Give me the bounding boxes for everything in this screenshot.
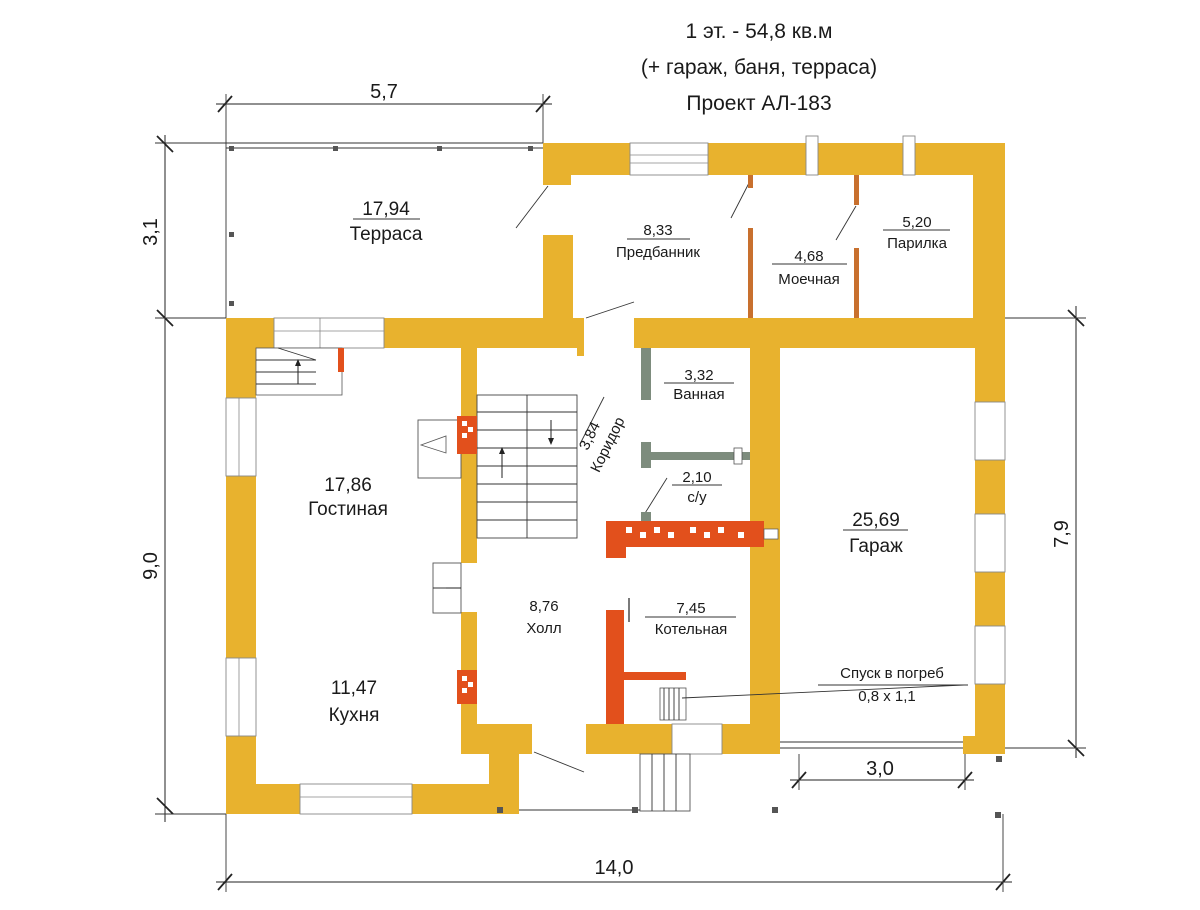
predbannik-name: Предбанник [616,244,700,261]
holl-name: Холл [526,620,561,637]
porch [497,753,1002,818]
garage-name: Гараж [849,536,903,557]
sauna-partitions [748,175,859,318]
room-labels: 17,94 Терраса 8,33 Предбанник 4,68 Моечн… [308,199,947,726]
boiler-chimney [606,521,965,724]
dim-terrace-width: 5,7 [370,81,398,103]
title-line-3: Проект АЛ-183 [686,92,831,115]
title-line-2: (+ гараж, баня, терраса) [641,56,877,79]
vannaya-name: Ванная [673,386,724,403]
terrace-outline [225,142,549,318]
moechnaya-name: Моечная [778,271,839,288]
doors [533,182,963,773]
kotelnaya-area: 7,45 [676,600,705,617]
garage-area: 25,69 [852,510,900,531]
dim-garage-depth: 7,9 [1051,520,1073,548]
kuhnya-area: 11,47 [331,678,377,699]
bathroom-partitions [641,348,750,524]
gostinaya-name: Гостиная [308,499,388,520]
dim-total-width: 14,0 [595,857,634,879]
kuhnya-name: Кухня [329,705,380,726]
terrace-name: Терраса [350,224,423,245]
fireplace [417,416,477,704]
title-line-1: 1 эт. - 54,8 кв.м [686,20,833,43]
dim-garage-gate: 3,0 [866,758,894,780]
parilka-area: 5,20 [902,214,931,231]
predbannik-area: 8,33 [643,222,672,239]
dimension-labels: 5,7 3,1 9,0 7,9 3,0 14,0 [140,81,1073,879]
kotelnaya-name: Котельная [655,621,728,638]
moechnaya-area: 4,68 [794,248,823,265]
parilka-name: Парилка [887,235,947,252]
terrace-area: 17,94 [362,199,410,220]
gostinaya-area: 17,86 [324,475,372,496]
dim-terrace-depth: 3,1 [140,218,162,246]
cellar-label: Спуск в погреб [840,665,944,682]
su-name: с/у [687,489,707,506]
dimension-lines [155,94,1086,892]
staircase [255,347,578,539]
su-area: 2,10 [682,469,711,486]
windows [225,135,1006,815]
label-underlines [353,218,968,686]
dim-house-depth: 9,0 [140,552,162,580]
plan-title: 1 эт. - 54,8 кв.м (+ гараж, баня, террас… [641,20,877,115]
cellar-size: 0,8 х 1,1 [858,688,916,705]
vannaya-area: 3,32 [684,367,713,384]
holl-area: 8,76 [529,598,558,615]
